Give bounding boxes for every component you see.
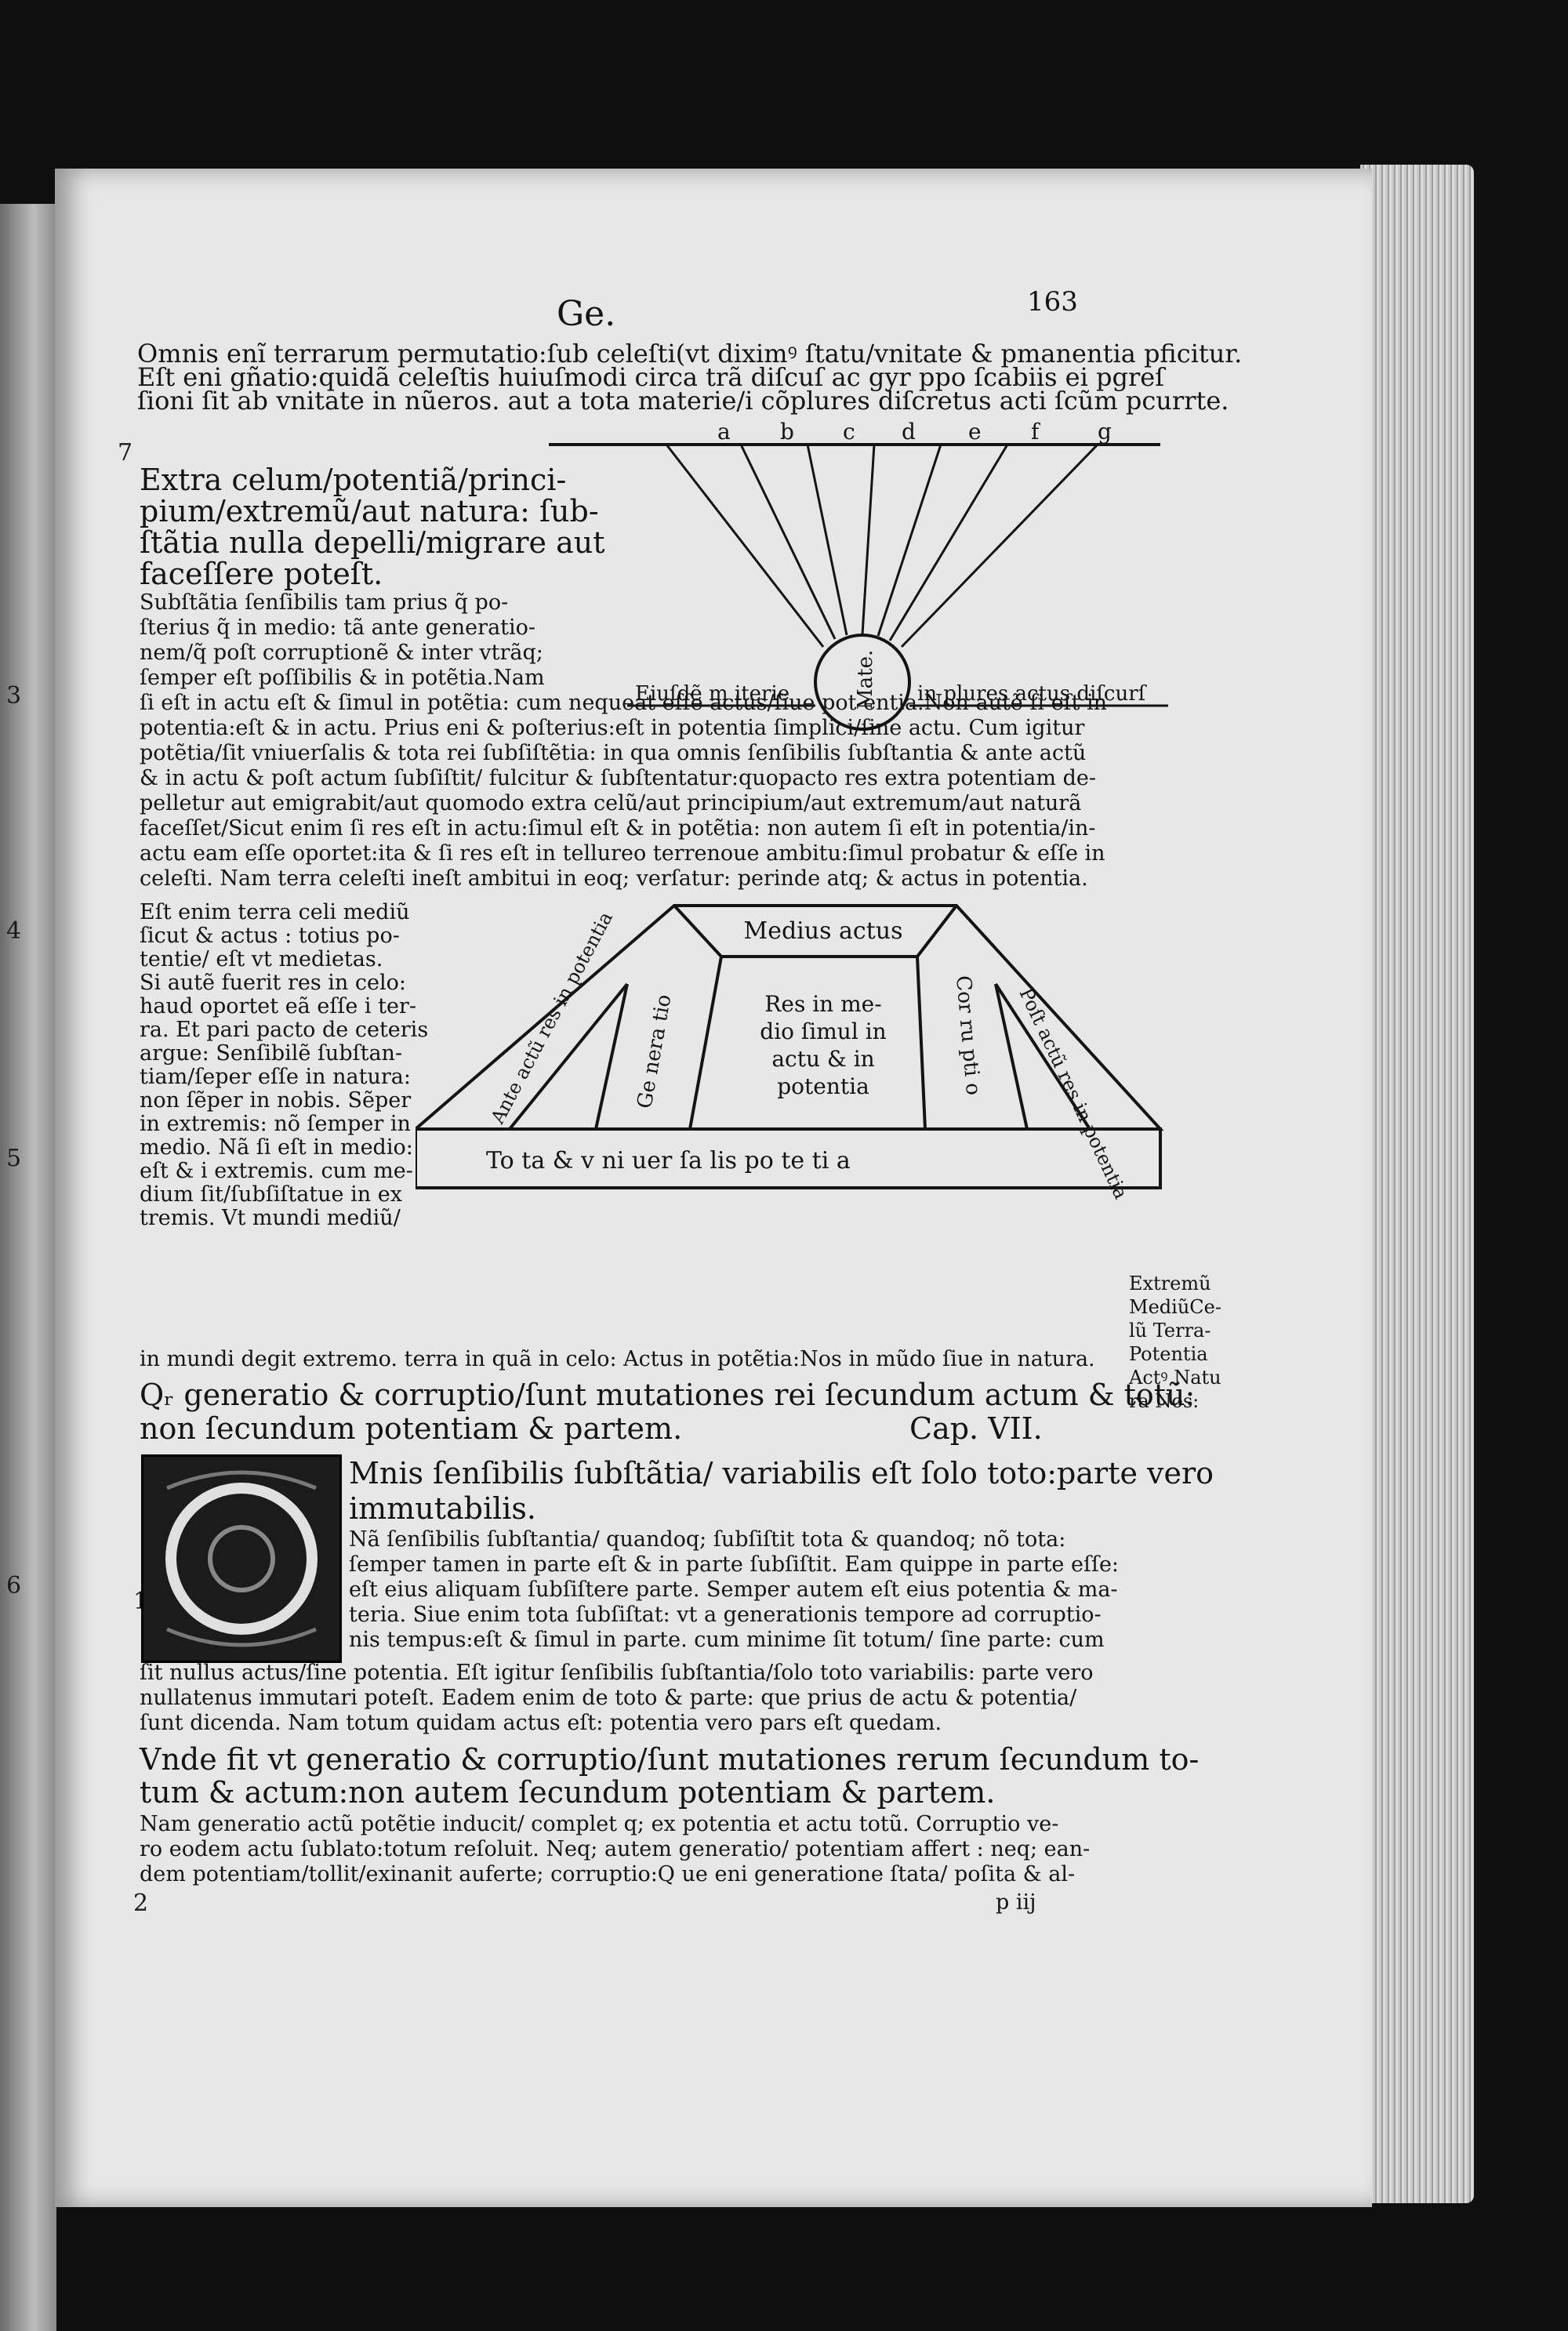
heading-extra-celum: faceſſere poteſt. bbox=[140, 557, 383, 591]
center-label-line: Res in me- bbox=[764, 991, 881, 1017]
text-line: celeſti. Nam terra celeſti ineſt ambitui… bbox=[140, 866, 1088, 891]
ray-letter: a bbox=[717, 419, 731, 445]
text-line: tiam/ſeper eſſe in natura: bbox=[140, 1065, 411, 1089]
side-note-line: Actꝰ Natu bbox=[1129, 1367, 1221, 1389]
text-line: ſi eſt in actu eſt & ſimul in potẽtia: c… bbox=[140, 691, 1108, 715]
heading-generatio: Qᵣ generatio & corruptio/ſunt mutationes… bbox=[140, 1378, 1196, 1412]
ray-letter: e bbox=[968, 419, 982, 445]
text-line: Si autẽ fuerit res in celo: bbox=[140, 971, 406, 995]
margin-number: 7 bbox=[118, 439, 133, 467]
side-note-line: MediũCe- bbox=[1129, 1296, 1221, 1318]
initial-ornament bbox=[165, 1470, 318, 1647]
intro-line: Eſt eni gñatio:quidã celeſtis huiuſmodi … bbox=[137, 362, 1165, 392]
side-note-line: Potentia bbox=[1129, 1343, 1208, 1365]
intro-line: ſioni ſit ab vnitate in nũeros. aut a to… bbox=[137, 386, 1229, 416]
para-omnis-first: immutabilis. bbox=[349, 1491, 536, 1526]
heading-generatio: non ſecundum potentiam & partem. bbox=[140, 1411, 683, 1446]
heading-unde: Vnde fit vt generatio & corruptio/ſunt m… bbox=[140, 1742, 1200, 1777]
heading-extra-celum: Extra celum/potentiã/princi- bbox=[140, 463, 567, 497]
margin-number: 6 bbox=[6, 1572, 22, 1599]
text-line: ſit nullus actus/ſine potentia. Eſt igit… bbox=[140, 1661, 1094, 1685]
margin-number: 3 bbox=[6, 682, 22, 710]
text-line: eſt eius aliquam ſubſiſtere parte. Sempe… bbox=[349, 1578, 1118, 1602]
margin-number: 4 bbox=[6, 917, 22, 945]
text-line: haud oportet eã eſſe i ter- bbox=[140, 994, 416, 1018]
ray-letter: f bbox=[1031, 419, 1041, 445]
page-stack-edge bbox=[1360, 165, 1474, 2203]
chapter-label: Cap. VII. bbox=[909, 1411, 1043, 1446]
generatio-label: Ge nera tio bbox=[633, 993, 676, 1110]
intro-line: Omnis enĩ terrarum permutatio:ſub celeſt… bbox=[137, 339, 1243, 369]
rays-right-label: in plures actus diſcurſ bbox=[917, 682, 1148, 706]
text-line: actu eam eſſe oportet:ita & ſi res eſt i… bbox=[140, 841, 1105, 866]
text-line: potentia:eſt & in actu. Prius eni & poſt… bbox=[140, 716, 1085, 740]
para-omnis-first: Mnis ſenſibilis ſubſtãtia/ variabilis eſ… bbox=[349, 1456, 1214, 1490]
heading-unde: tum & actum:non autem ſecundum potentiam… bbox=[140, 1775, 996, 1810]
text-line: pelletur aut emigrabit/aut quomodo extra… bbox=[140, 791, 1082, 815]
ray-letter: d bbox=[902, 419, 916, 445]
center-label-line: potentia bbox=[777, 1073, 869, 1099]
tota-universalis-label: To ta & v ni uer ſa lis po te ti a bbox=[486, 1147, 851, 1175]
matter-label: Mate. bbox=[854, 650, 877, 710]
heading-extra-celum: pium/extremũ/aut natura: ſub- bbox=[140, 494, 599, 528]
trapezoid-center bbox=[688, 955, 927, 1131]
decorated-initial-o bbox=[141, 1454, 342, 1663]
text-line: ſicut & actus : totius po- bbox=[140, 924, 400, 948]
medius-actus-label: Medius actus bbox=[744, 917, 903, 945]
text-line: in mundi degit extremo. terra in quã in … bbox=[140, 1347, 1095, 1371]
text-line: Subſtãtia ſenſibilis tam prius q̃ po- bbox=[140, 590, 509, 615]
signature-mark: p iij bbox=[996, 1890, 1036, 1915]
post-actum-label: Poſt actũ res in potentia bbox=[1015, 985, 1132, 1203]
rays-diagram: a b c d e f g Mate. Eiuſdẽ m iterie in p… bbox=[549, 419, 1168, 731]
side-note-line: Extremũ bbox=[1129, 1273, 1211, 1294]
ray-letter: c bbox=[843, 419, 855, 445]
text-line: medio. Nã ſi eſt in medio: bbox=[140, 1135, 413, 1160]
trapezoid-diagram: Medius actus Res in me- dio ſimul in act… bbox=[416, 904, 1164, 1203]
ante-actum-label: Ante actũ res in potentia bbox=[486, 908, 617, 1128]
text-line: ſterius q̃ in medio: tã ante generatio- bbox=[140, 615, 536, 640]
text-line: nullatenus immutari poteſt. Eadem enim d… bbox=[140, 1686, 1077, 1710]
text-line: nem/q̃ poſt corruptionẽ & inter vtrãq; bbox=[140, 641, 543, 665]
text-line: ro eodem actu ſublato:totum reſoluit. Ne… bbox=[140, 1837, 1091, 1861]
center-label-line: dio ſimul in bbox=[760, 1018, 886, 1044]
text-line: potẽtia/ſit vniuerſalis & tota rei ſubſi… bbox=[140, 741, 1087, 765]
text-line: Nam generatio actũ potẽtie inducit/ comp… bbox=[140, 1812, 1059, 1836]
text-line: dem potentiam/tollit/exinanit auferte; c… bbox=[140, 1862, 1076, 1886]
ray-letter: b bbox=[780, 419, 794, 445]
text-line: argue: Senſibilẽ ſubſtan- bbox=[140, 1041, 403, 1066]
text-line: eſt & i extremis. cum me- bbox=[140, 1159, 413, 1183]
text-line: tentie/ eſt vt medietas. bbox=[140, 947, 383, 971]
left-page-edge bbox=[0, 204, 56, 2331]
folio-number: 163 bbox=[1027, 286, 1078, 318]
ray-letter: g bbox=[1098, 419, 1112, 445]
side-note-line: ra Nos: bbox=[1129, 1390, 1200, 1412]
text-line: nis tempus:eſt & ſimul in parte. cum min… bbox=[349, 1628, 1105, 1652]
text-line: tremis. Vt mundi mediũ/ bbox=[140, 1206, 401, 1230]
text-line: ſunt dicenda. Nam totum quidam actus eſt… bbox=[140, 1711, 942, 1735]
ray-lines bbox=[665, 443, 1099, 648]
center-label-line: actu & in bbox=[771, 1046, 874, 1072]
text-line: & in actu & poſt actum ſubſiſtit/ fulcit… bbox=[140, 766, 1096, 790]
text-line: in extremis: nõ ſemper in bbox=[140, 1112, 411, 1136]
corruptio-label: Cor ru pti o bbox=[951, 975, 985, 1096]
text-line: ſemper tamen in parte eſt & in parte ſub… bbox=[349, 1552, 1120, 1577]
text-line: ra. Et pari pacto de ceteris bbox=[140, 1018, 429, 1042]
text-line: teria. Siue enim tota ſubſiſtat: vt a ge… bbox=[349, 1603, 1102, 1627]
text-line: Nã ſenſibilis ſubſtantia/ quandoq; ſubſi… bbox=[349, 1527, 1066, 1552]
text-line: dium ſit/ſubſiſtatue in ex bbox=[140, 1182, 402, 1207]
text-line: faceſſet/Sicut enim ſi res eſt in actu:ſ… bbox=[140, 816, 1096, 841]
matter-circle bbox=[814, 634, 911, 731]
text-line: ſemper eſt poſſibilis & in potẽtia.Nam bbox=[140, 666, 545, 690]
running-header: Ge. bbox=[557, 294, 616, 334]
margin-number: 2 bbox=[133, 1890, 149, 1917]
text-line: non ſẽper in nobis. Sẽper bbox=[140, 1088, 412, 1113]
heading-extra-celum: ſtãtia nulla depelli/migrare aut bbox=[140, 525, 605, 560]
text-line: Eſt enim terra celi mediũ bbox=[140, 900, 410, 924]
side-note-line: lũ Terra- bbox=[1129, 1320, 1211, 1342]
margin-number: 5 bbox=[6, 1145, 22, 1172]
rays-left-label: Eiuſdẽ m iterie bbox=[635, 682, 789, 706]
book-page: Ge. 163 Omnis enĩ terrarum permutatio:ſu… bbox=[6, 169, 1372, 2207]
